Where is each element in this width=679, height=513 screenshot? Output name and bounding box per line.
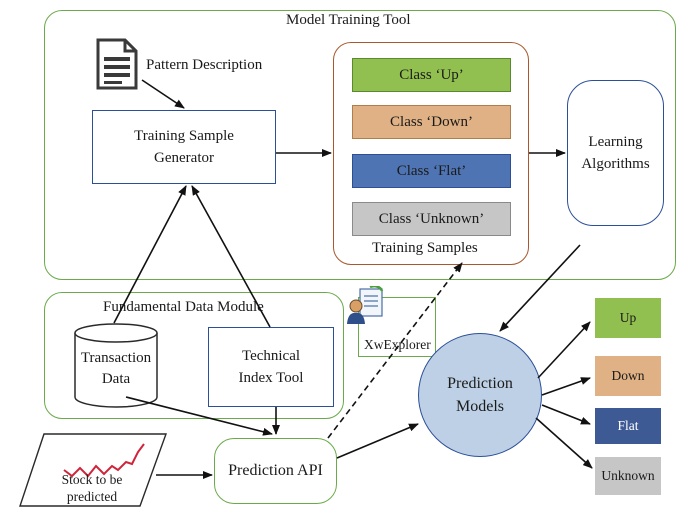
- fundamental-data-module-title: Fundamental Data Module: [103, 299, 264, 315]
- arrow-learning-to-models: [499, 244, 581, 332]
- dashed-api-to-samples: [327, 262, 463, 439]
- arrow-models-to-down: [541, 377, 591, 396]
- learning-algorithms-label: Learning Algorithms: [581, 134, 650, 172]
- class-flat-box: Class ‘Flat’: [352, 154, 511, 188]
- document-icon: [95, 37, 139, 91]
- class-up-label: Class ‘Up’: [399, 66, 464, 83]
- output-down-box: Down: [595, 356, 661, 396]
- fundamental-data-module-container: [44, 292, 344, 419]
- arrow-models-to-unknown: [535, 417, 593, 469]
- output-flat-label: Flat: [617, 418, 639, 433]
- prediction-models-label: Prediction Models: [447, 375, 513, 415]
- output-up-box: Up: [595, 298, 661, 338]
- output-flat-box: Flat: [595, 408, 661, 444]
- output-unknown-label: Unknown: [601, 468, 655, 483]
- class-flat-label: Class ‘Flat’: [396, 162, 467, 179]
- arrow-models-to-up: [537, 321, 591, 379]
- arrow-pattern-to-generator: [141, 79, 185, 109]
- arrow-transaction-to-api: [125, 396, 273, 436]
- arrow-api-to-models: [336, 423, 419, 459]
- prediction-api-label: Prediction API: [228, 462, 323, 479]
- learning-algorithms-box: Learning Algorithms: [567, 80, 664, 226]
- training-samples-label: Training Samples: [372, 240, 478, 256]
- training-sample-generator-label: Training Sample Generator: [134, 128, 234, 166]
- training-sample-generator-box: Training Sample Generator: [92, 110, 276, 184]
- training-samples-container: [333, 42, 529, 265]
- technical-index-tool-label: Technical Index Tool: [238, 348, 304, 386]
- arrow-transaction-to-generator: [113, 185, 187, 324]
- stock-chart-shape: [18, 432, 168, 508]
- arrow-models-to-flat: [541, 404, 591, 425]
- output-unknown-box: Unknown: [595, 457, 661, 495]
- output-down-label: Down: [611, 368, 645, 383]
- model-training-tool-title: Model Training Tool: [286, 12, 411, 28]
- stock-label: Stock to be predicted: [61, 472, 123, 504]
- arrow-technical-to-generator: [191, 185, 271, 328]
- xwexplorer-label: XwExplorer: [364, 337, 431, 352]
- class-unknown-label: Class ‘Unknown’: [378, 210, 485, 227]
- user-document-icon: [346, 284, 388, 326]
- output-up-label: Up: [619, 310, 637, 325]
- transaction-data-cylinder: [74, 323, 158, 409]
- transaction-data-label: Transaction Data: [80, 350, 152, 387]
- pattern-description-label: Pattern Description: [146, 57, 263, 73]
- technical-index-tool-box: Technical Index Tool: [208, 327, 334, 407]
- model-training-tool-container: [44, 10, 676, 280]
- prediction-api-box: Prediction API: [214, 438, 337, 504]
- class-down-label: Class ‘Down’: [390, 113, 473, 130]
- class-down-box: Class ‘Down’: [352, 105, 511, 139]
- class-up-box: Class ‘Up’: [352, 58, 511, 92]
- prediction-models-circle: Prediction Models: [418, 333, 542, 457]
- class-unknown-box: Class ‘Unknown’: [352, 202, 511, 236]
